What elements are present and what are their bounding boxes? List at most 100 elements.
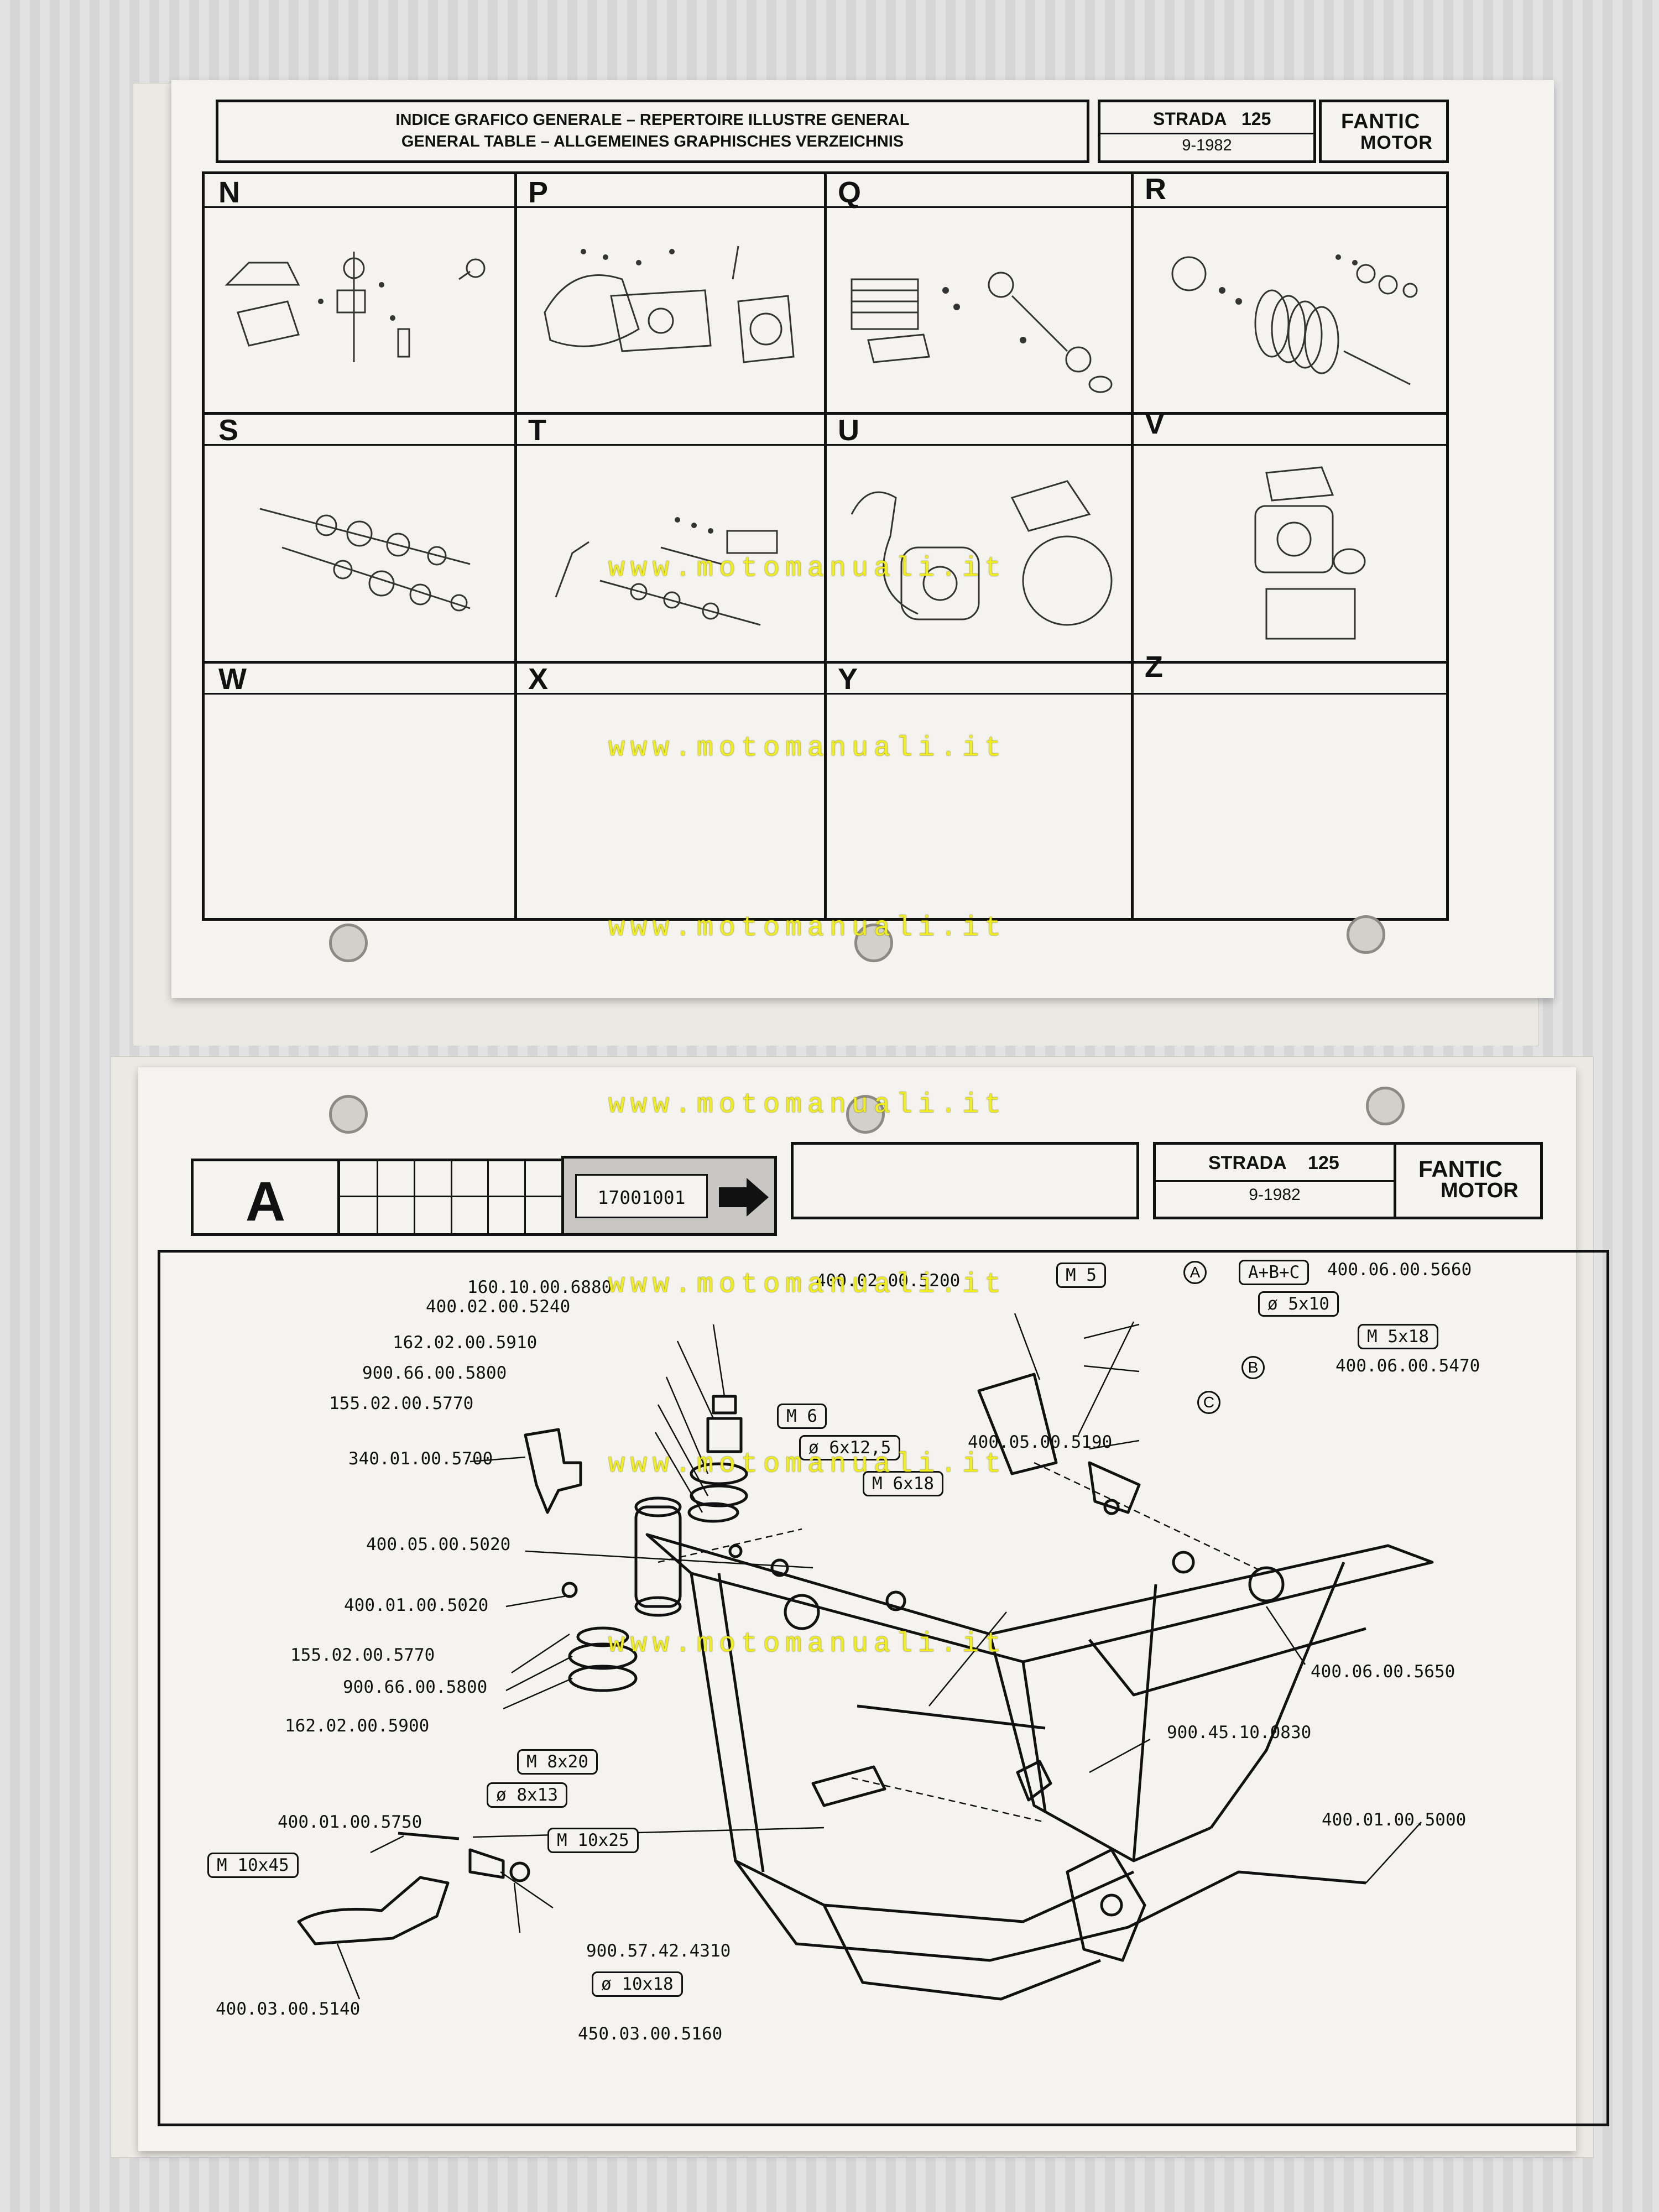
part-label: 400.02.00.5240 <box>426 1297 571 1317</box>
parts-sheet: A 17001001 STRADA 125 9-1982 FANTIC MOTO… <box>138 1067 1609 2151</box>
index-title-box: INDICE GRAFICO GENERALE – REPERTOIRE ILL… <box>216 100 1089 163</box>
sequence-grid <box>337 1159 564 1236</box>
parts-model-name: STRADA <box>1208 1152 1287 1173</box>
binder-hole-center <box>854 924 893 962</box>
cell-label-u: U <box>838 414 859 447</box>
spec-tag: M 10x25 <box>547 1828 639 1853</box>
index-brand-logo: FANTIC MOTOR <box>1319 100 1449 163</box>
cell-label-z: Z <box>1145 650 1163 684</box>
binder-hole-right-2 <box>1366 1087 1405 1125</box>
spec-tag: A+B+C <box>1239 1260 1310 1285</box>
index-date: 9-1982 <box>1182 137 1232 154</box>
spec-tag: ø 8x13 <box>487 1782 567 1808</box>
watermark: www.motomanuali.it <box>608 1449 1007 1480</box>
index-model-name: STRADA <box>1153 109 1227 129</box>
page-code-panel: 17001001 <box>561 1156 777 1236</box>
blank-info-box <box>791 1142 1139 1219</box>
spec-tag: M 8x20 <box>517 1749 598 1775</box>
binder-hole-center-2 <box>846 1095 885 1134</box>
index-model-box: STRADA 125 9-1982 <box>1098 100 1316 163</box>
index-title-line1: INDICE GRAFICO GENERALE – REPERTOIRE ILL… <box>395 111 910 129</box>
part-label: 900.45.10.0830 <box>1167 1723 1312 1743</box>
exploded-view-frame <box>158 1250 1609 2126</box>
watermark: www.motomanuali.it <box>608 1629 1007 1660</box>
part-label: 400.06.00.5470 <box>1335 1356 1480 1376</box>
parts-model-cc: 125 <box>1308 1152 1339 1173</box>
callout-circle-a: A <box>1183 1261 1207 1284</box>
part-label: 400.03.00.5140 <box>216 1999 361 2019</box>
thumbnail-v-carburetor <box>1254 466 1366 640</box>
thumbnail-p-crankcase <box>544 246 795 363</box>
callout-circle-b: B <box>1241 1356 1265 1379</box>
thumbnail-q-cylinder <box>851 272 1113 393</box>
part-label: 400.01.00.5000 <box>1322 1810 1467 1830</box>
parts-date: 9-1982 <box>1249 1186 1301 1204</box>
part-label: 162.02.00.5910 <box>393 1333 538 1353</box>
index-sheet: INDICE GRAFICO GENERALE – REPERTOIRE ILL… <box>171 80 1554 998</box>
page-code: 17001001 <box>597 1187 686 1208</box>
cell-label-s: S <box>218 414 239 447</box>
watermark: www.motomanuali.it <box>608 553 1007 585</box>
spec-tag: M 5x18 <box>1358 1324 1438 1349</box>
spec-tag: M 6x18 <box>863 1471 943 1496</box>
part-label: 340.01.00.5700 <box>348 1449 493 1469</box>
frame-exploded-drawing <box>297 1313 1434 2001</box>
next-arrow-icon <box>719 1178 769 1217</box>
part-label: 400.06.00.5660 <box>1327 1260 1472 1280</box>
part-label: 900.66.00.5800 <box>362 1363 507 1383</box>
index-title-line2: GENERAL TABLE – ALLGEMEINES GRAPHISCHES … <box>401 133 904 150</box>
part-label: 400.05.00.5020 <box>366 1535 511 1554</box>
part-label: 900.66.00.5800 <box>343 1677 488 1697</box>
watermark: www.motomanuali.it <box>608 1089 1007 1121</box>
part-label: 400.02.00.5200 <box>816 1271 961 1291</box>
part-label: 450.03.00.5160 <box>578 2024 723 2044</box>
cell-label-w: W <box>218 662 247 696</box>
spec-tag: M 10x45 <box>207 1853 299 1878</box>
index-model-cc: 125 <box>1241 109 1271 129</box>
part-label: 162.02.00.5900 <box>285 1716 430 1736</box>
spec-tag: ø 10x18 <box>592 1971 683 1997</box>
index-grid: N P Q R S T U V W X Y Z <box>202 171 1449 921</box>
binder-hole-left-2 <box>329 1095 368 1134</box>
spec-tag: ø 5x10 <box>1258 1291 1339 1317</box>
part-label: 160.10.00.6880 <box>467 1277 612 1297</box>
parts-brand-line1: FANTIC <box>1418 1156 1503 1182</box>
parts-brand-logo: FANTIC MOTOR <box>1394 1142 1543 1219</box>
watermark: www.motomanuali.it <box>608 912 1007 944</box>
parts-model-box: STRADA 125 9-1982 <box>1153 1142 1396 1219</box>
watermark: www.motomanuali.it <box>608 1269 1007 1301</box>
part-label: 400.01.00.5750 <box>278 1812 422 1832</box>
section-letter-box: A <box>191 1159 340 1236</box>
parts-brand-line2: MOTOR <box>1441 1179 1519 1202</box>
part-label: 155.02.00.5770 <box>329 1394 474 1413</box>
cell-label-n: N <box>218 176 240 209</box>
spec-tag: M 5 <box>1056 1262 1106 1288</box>
index-brand-line1: FANTIC <box>1341 110 1421 133</box>
part-label: 155.02.00.5770 <box>290 1645 435 1665</box>
cell-label-t: T <box>528 414 546 447</box>
section-letter: A <box>245 1171 286 1233</box>
part-label: 900.57.42.4310 <box>586 1941 731 1961</box>
binder-hole-right <box>1347 915 1385 954</box>
spec-tag: M 6 <box>777 1404 827 1429</box>
binder-hole-left <box>329 924 368 962</box>
cell-label-v: V <box>1145 407 1165 440</box>
thumbnail-s-gearbox <box>259 508 471 612</box>
spec-tag: ø 6x12,5 <box>799 1435 901 1460</box>
thumbnail-n-fairing <box>225 252 486 362</box>
watermark: www.motomanuali.it <box>608 733 1007 764</box>
callout-circle-c: C <box>1197 1391 1220 1414</box>
cell-label-r: R <box>1145 173 1166 206</box>
thumbnail-u-ignition <box>851 480 1113 626</box>
part-label: 400.05.00.5190 <box>968 1432 1113 1452</box>
cell-label-q: Q <box>838 176 862 209</box>
cell-label-y: Y <box>838 662 858 696</box>
cell-label-x: X <box>528 662 549 696</box>
thumbnail-r-clutch <box>1171 254 1418 385</box>
cell-label-p: P <box>528 176 549 209</box>
thumbnail-t-kickstart <box>555 517 778 626</box>
index-brand-line2: MOTOR <box>1360 132 1433 153</box>
part-label: 400.01.00.5020 <box>344 1595 489 1615</box>
part-label: 400.06.00.5650 <box>1311 1662 1455 1682</box>
page-code-box: 17001001 <box>575 1174 708 1218</box>
